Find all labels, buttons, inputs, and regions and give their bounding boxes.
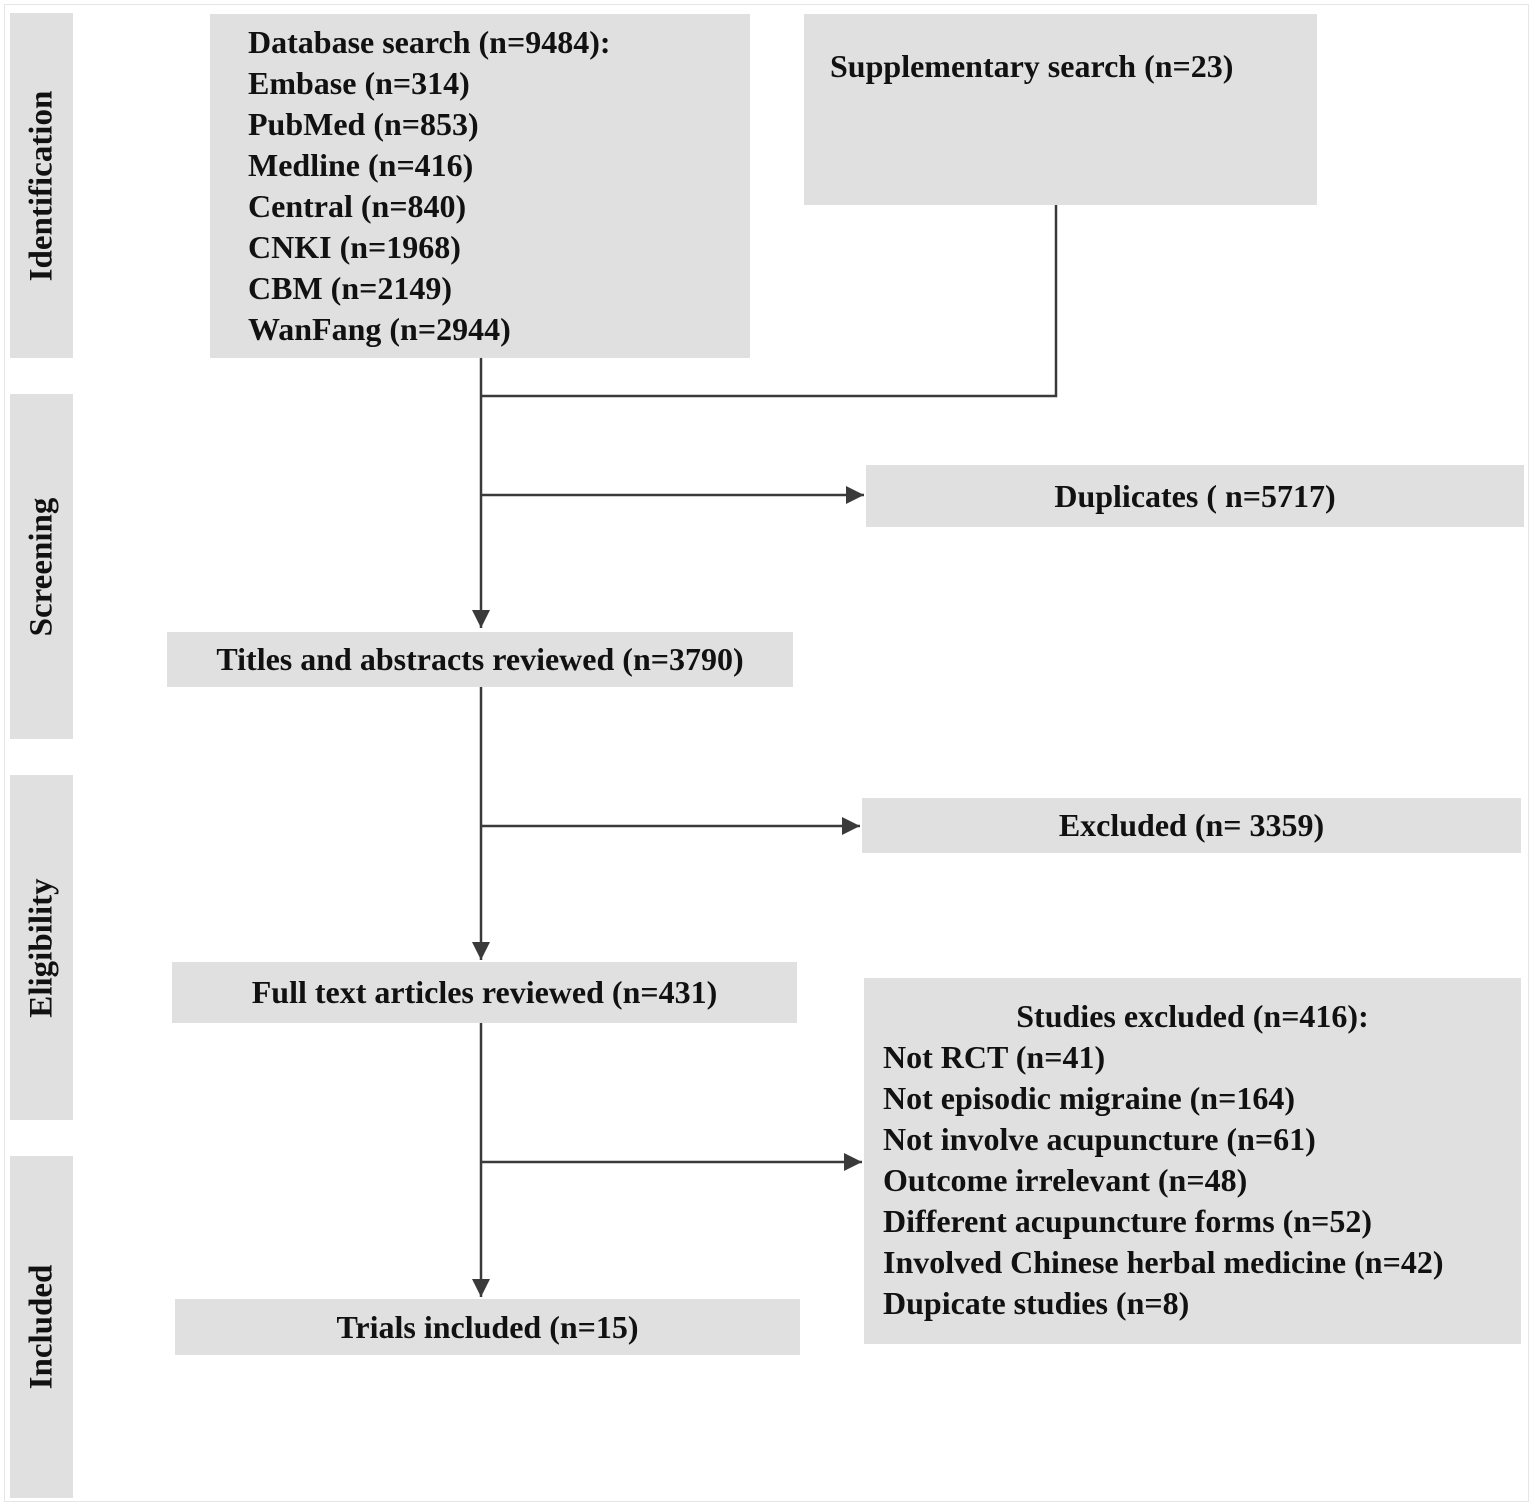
excluded-box: Excluded (n= 3359) <box>862 798 1521 853</box>
stage-screening: Screening <box>10 394 73 739</box>
reason-outcome-irrelevant: Outcome irrelevant (n=48) <box>883 1162 1248 1198</box>
reason-different-acupuncture-forms: Different acupuncture forms (n=52) <box>883 1203 1372 1239</box>
stage-eligibility: Eligibility <box>10 775 73 1120</box>
line-supplementary-merge <box>481 205 1058 398</box>
database-search-title: Database search (n=9484): <box>248 24 611 60</box>
reason-not-episodic-migraine: Not episodic migraine (n=164) <box>883 1080 1295 1116</box>
trials-included-box: Trials included (n=15) <box>175 1299 800 1355</box>
reason-not-rct: Not RCT (n=41) <box>883 1039 1106 1075</box>
duplicates-box: Duplicates ( n=5717) <box>866 465 1524 527</box>
source-pubmed: PubMed (n=853) <box>248 106 479 142</box>
reason-duplicate-studies: Dupicate studies (n=8) <box>883 1285 1190 1321</box>
titles-abstracts-box: Titles and abstracts reviewed (n=3790) <box>167 632 793 687</box>
titles-abstracts-label: Titles and abstracts reviewed (n=3790) <box>216 641 744 677</box>
source-wanfang: WanFang (n=2944) <box>248 311 511 347</box>
source-embase: Embase (n=314) <box>248 65 470 101</box>
duplicates-label: Duplicates ( n=5717) <box>1054 477 1336 514</box>
source-cbm: CBM (n=2149) <box>248 270 452 306</box>
stage-included: Included <box>10 1156 73 1498</box>
supplementary-search-label: Supplementary search (n=23) <box>830 48 1234 84</box>
reason-not-involve-acupuncture: Not involve acupuncture (n=61) <box>883 1121 1316 1157</box>
excluded-label: Excluded (n= 3359) <box>1058 807 1325 843</box>
source-medline: Medline (n=416) <box>248 147 474 183</box>
full-text-label: Full text articles reviewed (n=431) <box>251 974 718 1010</box>
reason-chinese-herbal-medicine: Involved Chinese herbal medicine (n=42) <box>883 1244 1444 1280</box>
supplementary-search-box: Supplementary search (n=23) <box>804 14 1317 205</box>
source-central: Central (n=840) <box>248 188 467 224</box>
full-text-box: Full text articles reviewed (n=431) <box>172 962 797 1023</box>
studies-excluded-box: Studies excluded (n=416): Not RCT (n=41)… <box>864 978 1521 1344</box>
figure-frame <box>4 4 1529 1502</box>
source-cnki: CNKI (n=1968) <box>248 229 461 265</box>
database-search-box: Database search (n=9484): Embase (n=314)… <box>210 14 750 358</box>
studies-excluded-title: Studies excluded (n=416): <box>1016 998 1369 1034</box>
stage-identification: Identification <box>10 13 73 358</box>
trials-included-label: Trials included (n=15) <box>336 1308 639 1345</box>
